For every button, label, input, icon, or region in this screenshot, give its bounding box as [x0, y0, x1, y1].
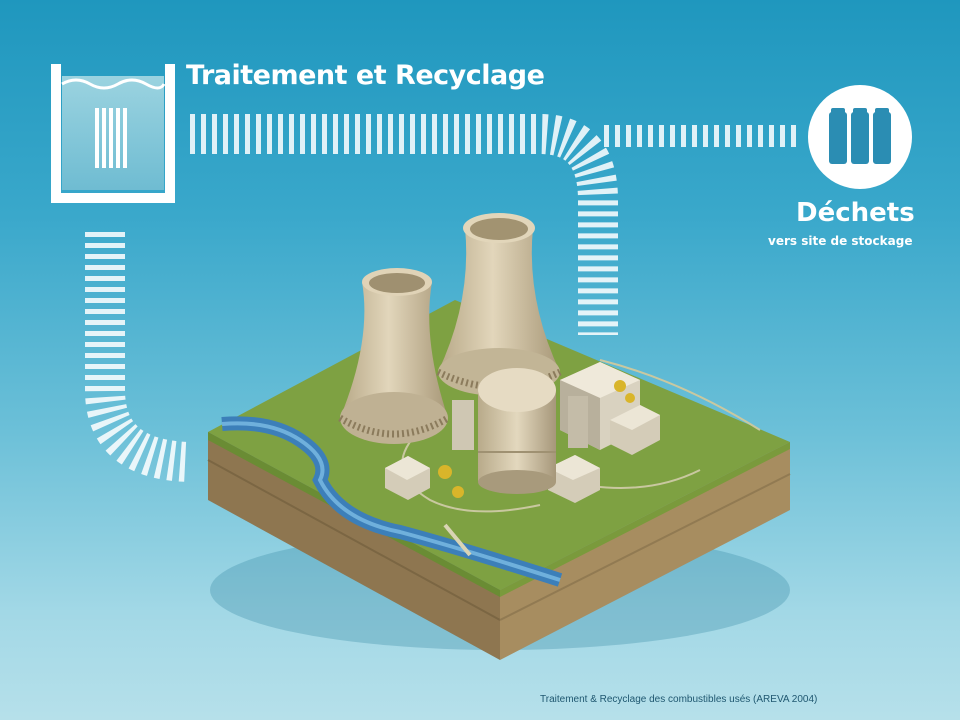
spent-fuel-pool-icon	[51, 64, 175, 203]
yellow-tanks	[438, 380, 635, 498]
reactor-dome	[478, 368, 556, 494]
river-bridge	[443, 523, 472, 557]
source-caption: Traitement & Recyclage des combustibles …	[540, 694, 818, 705]
waste-canisters-icon	[808, 85, 912, 189]
waste-title: Déchets	[796, 198, 915, 228]
waste-subtitle: vers site de stockage	[768, 234, 913, 248]
reactor-annex-buildings	[385, 362, 660, 503]
cooling-tower-left	[338, 268, 450, 444]
flow-path-pool-to-plant	[85, 232, 192, 482]
treatment-recycling-title: Traitement et Recyclage	[186, 60, 545, 91]
flow-path-recycling-to-plant	[190, 114, 618, 335]
